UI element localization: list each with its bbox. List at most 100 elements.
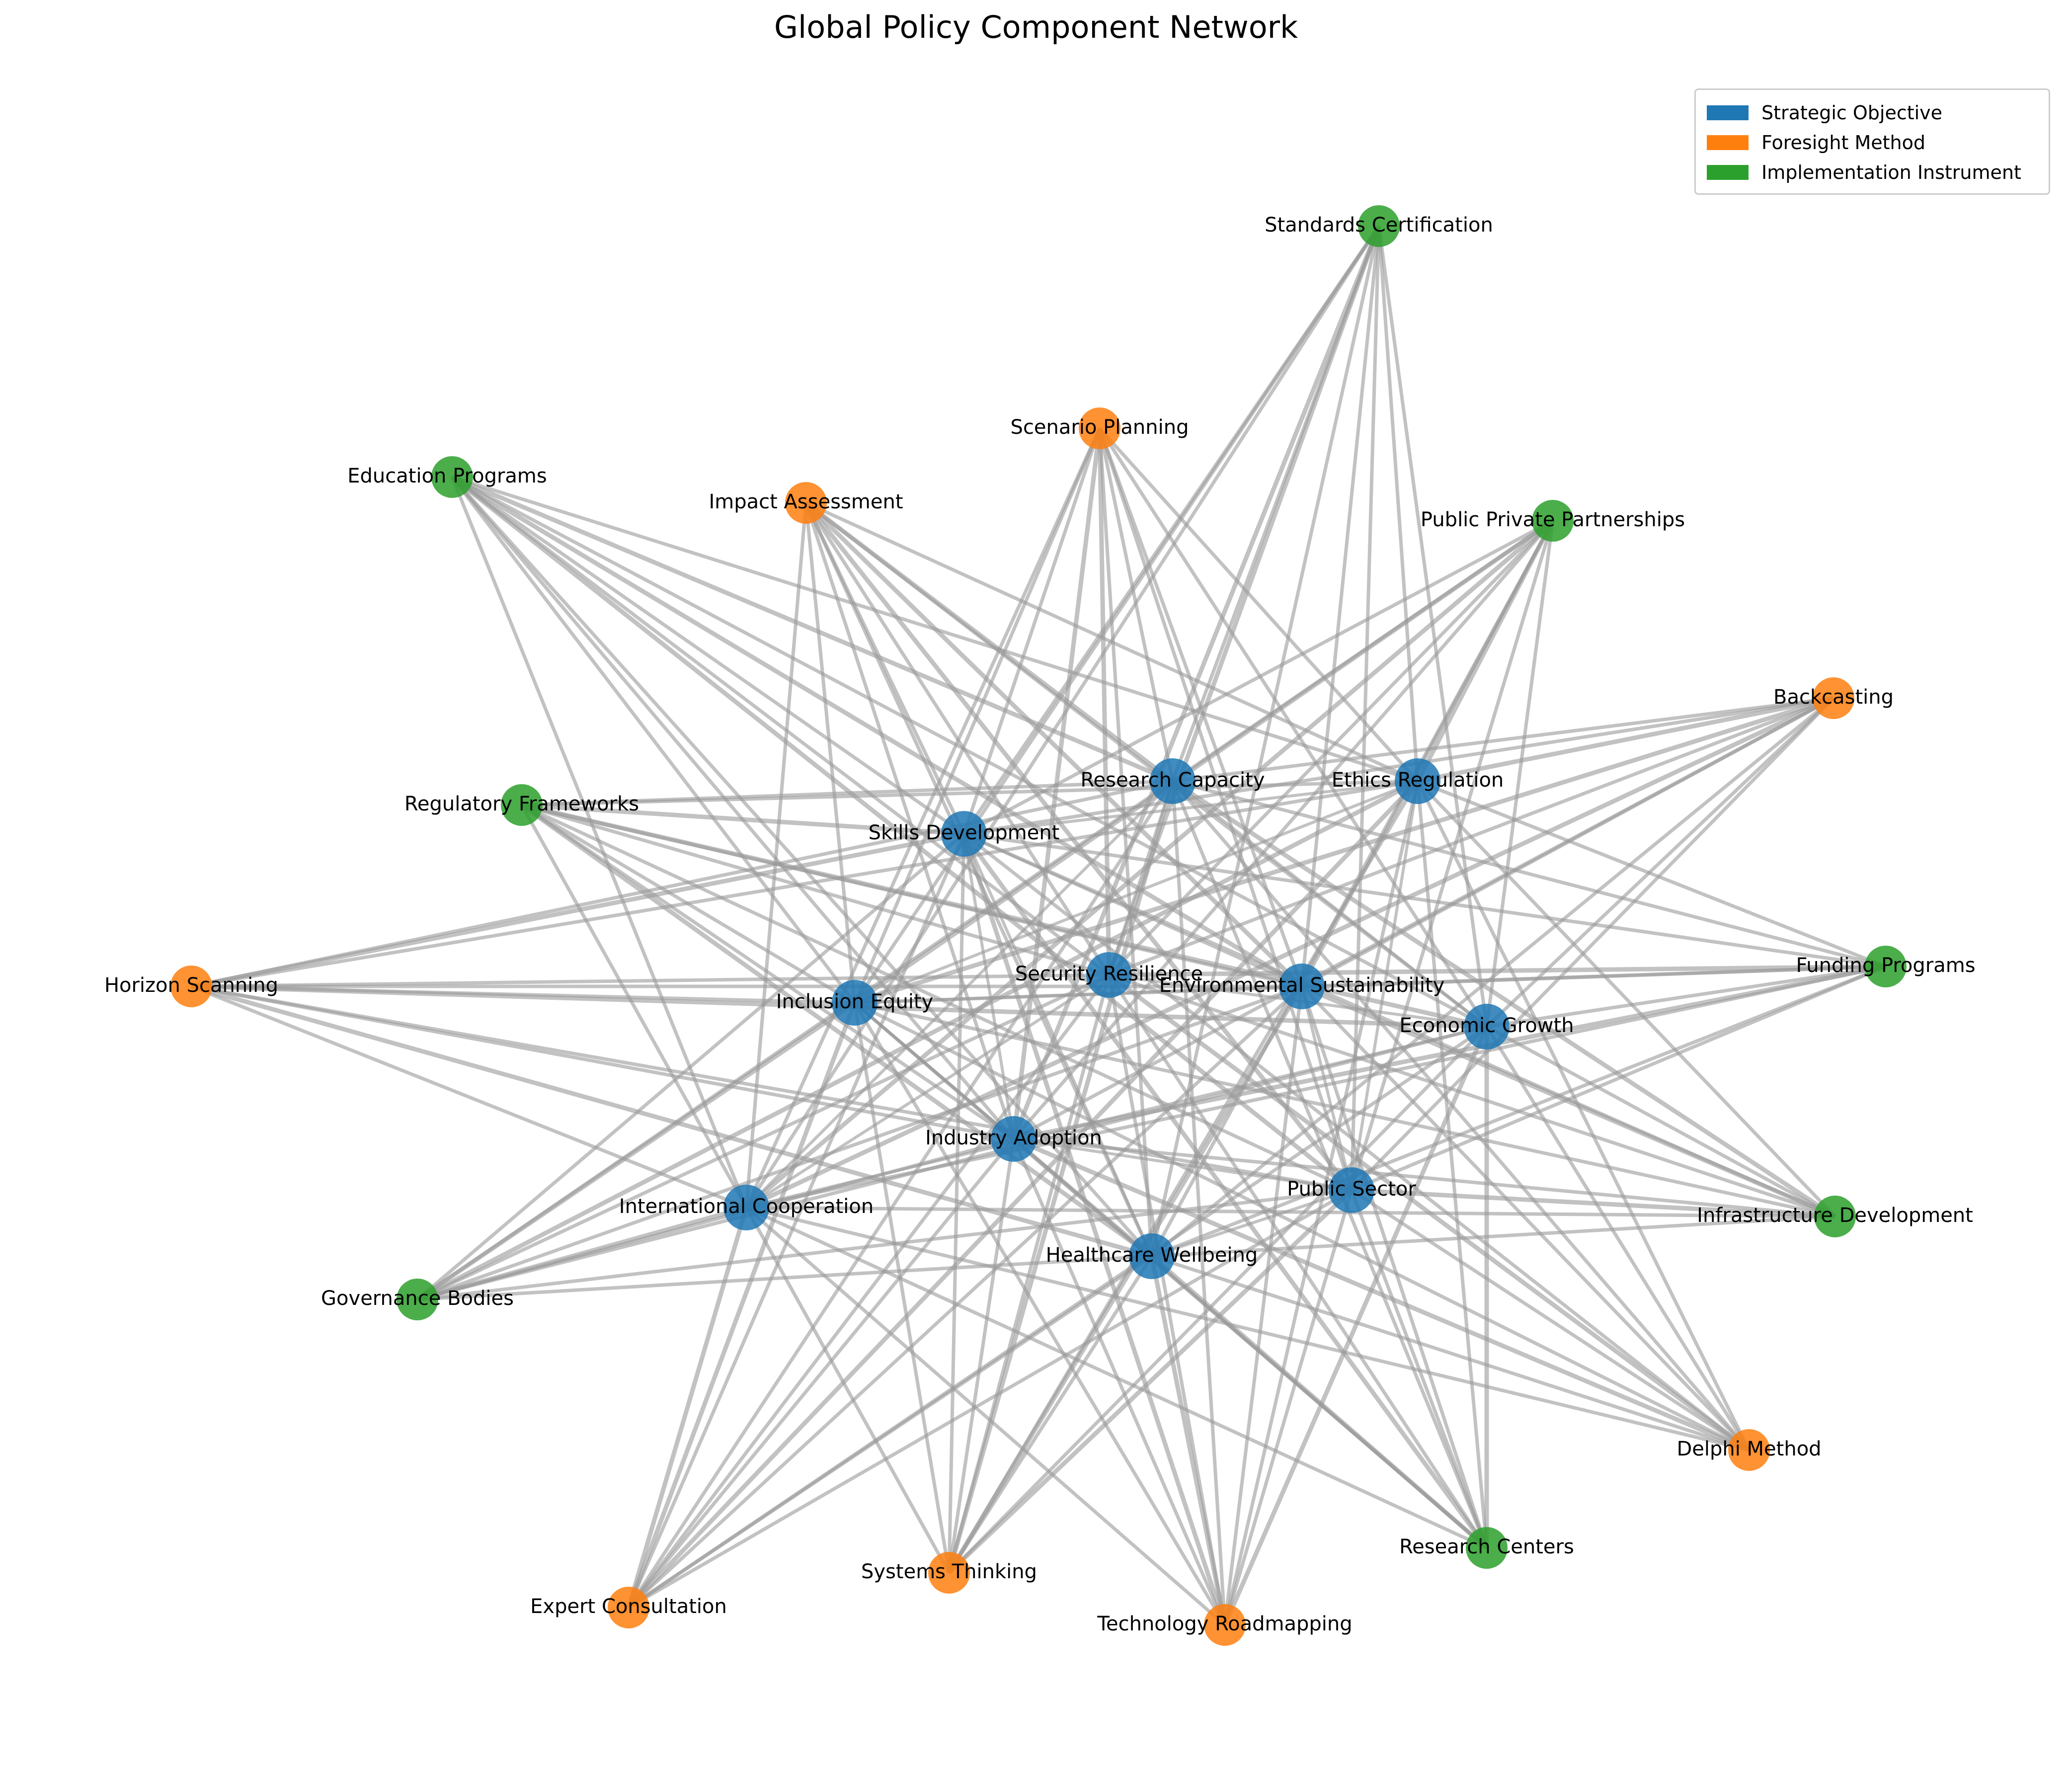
edge-public-sector-to-healthcare-wellbeing (1151, 1189, 1352, 1258)
node-skills-development (941, 811, 987, 857)
edge-systems-thinking-to-environmental-sustainability (947, 985, 1304, 1574)
edge-public-private-partnerships-to-inclusion-equity (853, 519, 1554, 1005)
node-label-standards-certification: Standards Certification (1265, 214, 1493, 237)
edge-regulatory-frameworks-to-healthcare-wellbeing (520, 803, 1153, 1258)
node-international-cooperation (723, 1185, 769, 1230)
edge-governance-bodies-to-healthcare-wellbeing (417, 1254, 1152, 1301)
edge-governance-bodies-to-inclusion-equity (416, 1001, 856, 1301)
node-horizon-scanning (170, 966, 212, 1007)
node-label-environmental-sustainability: Environmental Sustainability (1159, 974, 1445, 997)
edge-governance-bodies-to-security-resilience (416, 973, 1110, 1301)
edge-technology-roadmapping-to-economic-growth (1222, 1026, 1489, 1626)
node-label-research-centers: Research Centers (1399, 1535, 1574, 1558)
node-economic-growth (1464, 1004, 1510, 1049)
edge-infrastructure-development-to-industry-adoption (1013, 1137, 1835, 1218)
edge-regulatory-frameworks-to-skills-development (521, 803, 964, 836)
edge-expert-consultation-to-security-resilience (627, 973, 1111, 1609)
edge-horizon-scanning-to-skills-development (191, 831, 964, 989)
node-security-resilience (1086, 952, 1132, 998)
node-healthcare-wellbeing (1129, 1233, 1175, 1279)
edge-delphi-method-to-economic-growth (1485, 1026, 1751, 1451)
legend-item-implementation-instrument: Implementation Instrument (1707, 158, 2038, 187)
edge-technology-roadmapping-to-public-sector (1223, 1190, 1354, 1625)
node-label-horizon-scanning: Horizon Scanning (104, 974, 278, 997)
edge-scenario-planning-to-skills-development (962, 427, 1102, 835)
edge-systems-thinking-to-healthcare-wellbeing (948, 1255, 1153, 1574)
node-expert-consultation (608, 1587, 649, 1628)
edge-public-private-partnerships-to-industry-adoption (1012, 519, 1554, 1140)
edge-research-centers-to-skills-development (962, 832, 1489, 1549)
edge-backcasting-to-research-capacity (1172, 696, 1834, 783)
edge-funding-programs-to-skills-development (963, 832, 1886, 969)
edge-research-centers-to-ethics-regulation (1416, 781, 1489, 1548)
edge-regulatory-frameworks-to-economic-growth (521, 803, 1488, 1029)
node-label-education-programs: Education Programs (347, 465, 547, 487)
edge-research-capacity-to-security-resilience (1108, 781, 1174, 975)
node-public-private-partnerships (1532, 500, 1574, 542)
edge-education-programs-to-skills-development (451, 476, 965, 835)
edge-systems-thinking-to-security-resilience (947, 974, 1111, 1573)
edge-regulatory-frameworks-to-international-cooperation (520, 804, 748, 1209)
edge-regulatory-frameworks-to-public-sector (521, 803, 1353, 1192)
edge-backcasting-to-ethics-regulation (1417, 696, 1834, 784)
node-governance-bodies (397, 1279, 438, 1320)
legend-label-foresight-method: Foresight Method (1761, 132, 1925, 154)
edge-education-programs-to-inclusion-equity (451, 476, 856, 1004)
edge-scenario-planning-to-economic-growth (1098, 427, 1488, 1028)
node-regulatory-frameworks (501, 784, 543, 826)
edge-governance-bodies-to-ethics-regulation (416, 779, 1419, 1301)
node-layer (170, 205, 1907, 1646)
node-label-regulatory-frameworks: Regulatory Frameworks (404, 793, 639, 815)
edge-governance-bodies-to-economic-growth (417, 1025, 1487, 1301)
edge-industry-adoption-to-public-sector (1013, 1137, 1352, 1192)
edge-expert-consultation-to-international-cooperation (626, 1207, 749, 1609)
node-backcasting (1813, 677, 1854, 719)
node-research-capacity (1150, 758, 1195, 804)
edge-funding-programs-to-research-capacity (1172, 779, 1886, 969)
edge-standards-certification-to-environmental-sustainability (1300, 226, 1381, 987)
edge-education-programs-to-economic-growth (451, 475, 1488, 1029)
edge-horizon-scanning-to-international-cooperation (190, 984, 747, 1210)
edge-delphi-method-to-healthcare-wellbeing (1151, 1254, 1750, 1452)
edge-environmental-sustainability-to-inclusion-equity (854, 985, 1302, 1004)
edge-technology-roadmapping-to-healthcare-wellbeing (1149, 1256, 1227, 1625)
node-technology-roadmapping (1204, 1604, 1246, 1646)
edge-funding-programs-to-ethics-regulation (1417, 779, 1887, 969)
edge-ethics-regulation-to-public-sector (1350, 781, 1419, 1191)
edge-funding-programs-to-security-resilience (1109, 964, 1886, 977)
node-funding-programs (1865, 946, 1907, 987)
edge-standards-certification-to-inclusion-equity (853, 225, 1380, 1004)
edge-impact-assessment-to-inclusion-equity (804, 502, 857, 1003)
edge-research-centers-to-international-cooperation (745, 1206, 1488, 1550)
edge-skills-development-to-industry-adoption (962, 833, 1015, 1139)
edge-public-private-partnerships-to-skills-development (963, 519, 1554, 836)
edge-expert-consultation-to-public-sector (628, 1188, 1353, 1610)
edge-delphi-method-to-international-cooperation (746, 1206, 1750, 1452)
edge-systems-thinking-to-skills-development (947, 833, 966, 1573)
edge-scenario-planning-to-healthcare-wellbeing (1098, 428, 1154, 1257)
edge-education-programs-to-healthcare-wellbeing (451, 476, 1153, 1258)
edge-regulatory-frameworks-to-industry-adoption (521, 804, 1015, 1140)
edge-standards-certification-to-public-sector (1350, 226, 1381, 1191)
edge-infrastructure-development-to-ethics-regulation (1416, 780, 1836, 1218)
node-label-public-sector: Public Sector (1287, 1178, 1416, 1201)
edge-systems-thinking-to-public-sector (947, 1188, 1354, 1575)
edge-infrastructure-development-to-security-resilience (1108, 973, 1836, 1218)
legend-item-foresight-method: Foresight Method (1707, 128, 2038, 158)
edge-research-capacity-to-international-cooperation (745, 780, 1174, 1209)
edge-scenario-planning-to-international-cooperation (744, 427, 1102, 1209)
edge-impact-assessment-to-industry-adoption (804, 502, 1016, 1140)
edge-research-centers-to-research-capacity (1171, 780, 1489, 1549)
node-environmental-sustainability (1279, 964, 1325, 1009)
edge-infrastructure-development-to-inclusion-equity (854, 1001, 1835, 1218)
edge-research-centers-to-public-sector (1350, 1189, 1489, 1549)
edge-education-programs-to-security-resilience (451, 476, 1111, 976)
edge-infrastructure-development-to-public-sector (1351, 1188, 1835, 1219)
edge-ethics-regulation-to-skills-development (963, 780, 1418, 835)
edge-governance-bodies-to-international-cooperation (416, 1205, 747, 1302)
legend-item-strategic-objective: Strategic Objective (1707, 98, 2038, 128)
node-label-technology-roadmapping: Technology Roadmapping (1097, 1613, 1352, 1635)
node-infrastructure-development (1814, 1196, 1856, 1237)
